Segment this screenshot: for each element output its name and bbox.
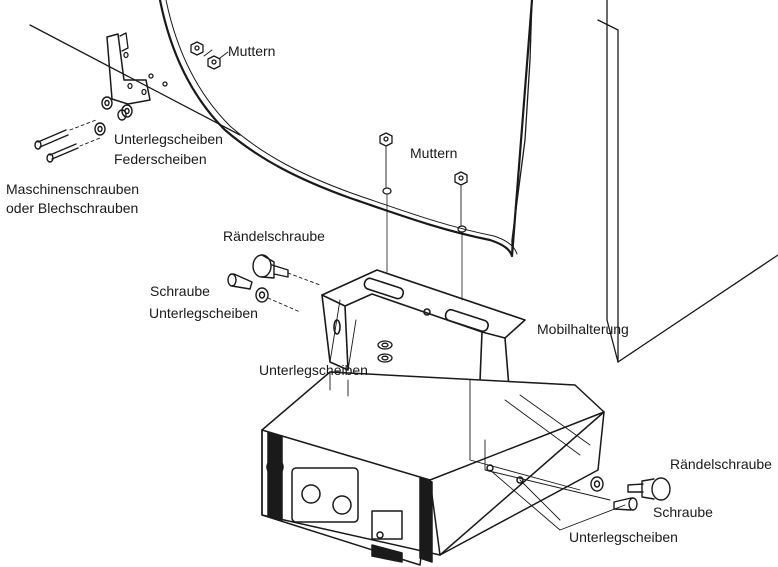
label-washers-center: Unterlegscheiben: [259, 362, 368, 378]
label-thumb-screw-right: Rändelschraube: [670, 456, 772, 472]
left-washers: [94, 96, 133, 136]
label-nuts-top: Muttern: [228, 43, 276, 59]
left-screws: [34, 119, 101, 163]
top-nuts: [190, 41, 229, 70]
left-screw: [227, 273, 301, 313]
label-thumb-screw-left: Rändelschraube: [223, 228, 325, 244]
label-washers-left: Unterlegscheiben: [114, 131, 223, 147]
radio-unit: [261, 371, 605, 566]
label-nuts-mid: Muttern: [410, 145, 458, 161]
label-mobile-mount: Mobilhalterung: [537, 321, 629, 337]
right-callout-lines: [469, 379, 626, 531]
left-mounting-plate: [106, 32, 168, 105]
label-sheet-screws: oder Blechschrauben: [6, 200, 139, 216]
right-thumb-screw: [627, 477, 671, 501]
mid-nuts: [379, 132, 468, 301]
label-washers-right: Unterlegscheiben: [569, 529, 678, 545]
label-machine-screws: Maschinenschrauben: [6, 181, 140, 197]
label-washers-left-bracket: Unterlegscheiben: [149, 305, 258, 321]
left-thumb-screw: [252, 254, 321, 286]
label-screw-left: Schraube: [150, 283, 210, 299]
label-screw-right: Schraube: [653, 504, 713, 520]
label-spring-washers: Federscheiben: [114, 151, 207, 167]
right-screw: [590, 476, 638, 511]
vehicle-wall: [597, 0, 778, 363]
